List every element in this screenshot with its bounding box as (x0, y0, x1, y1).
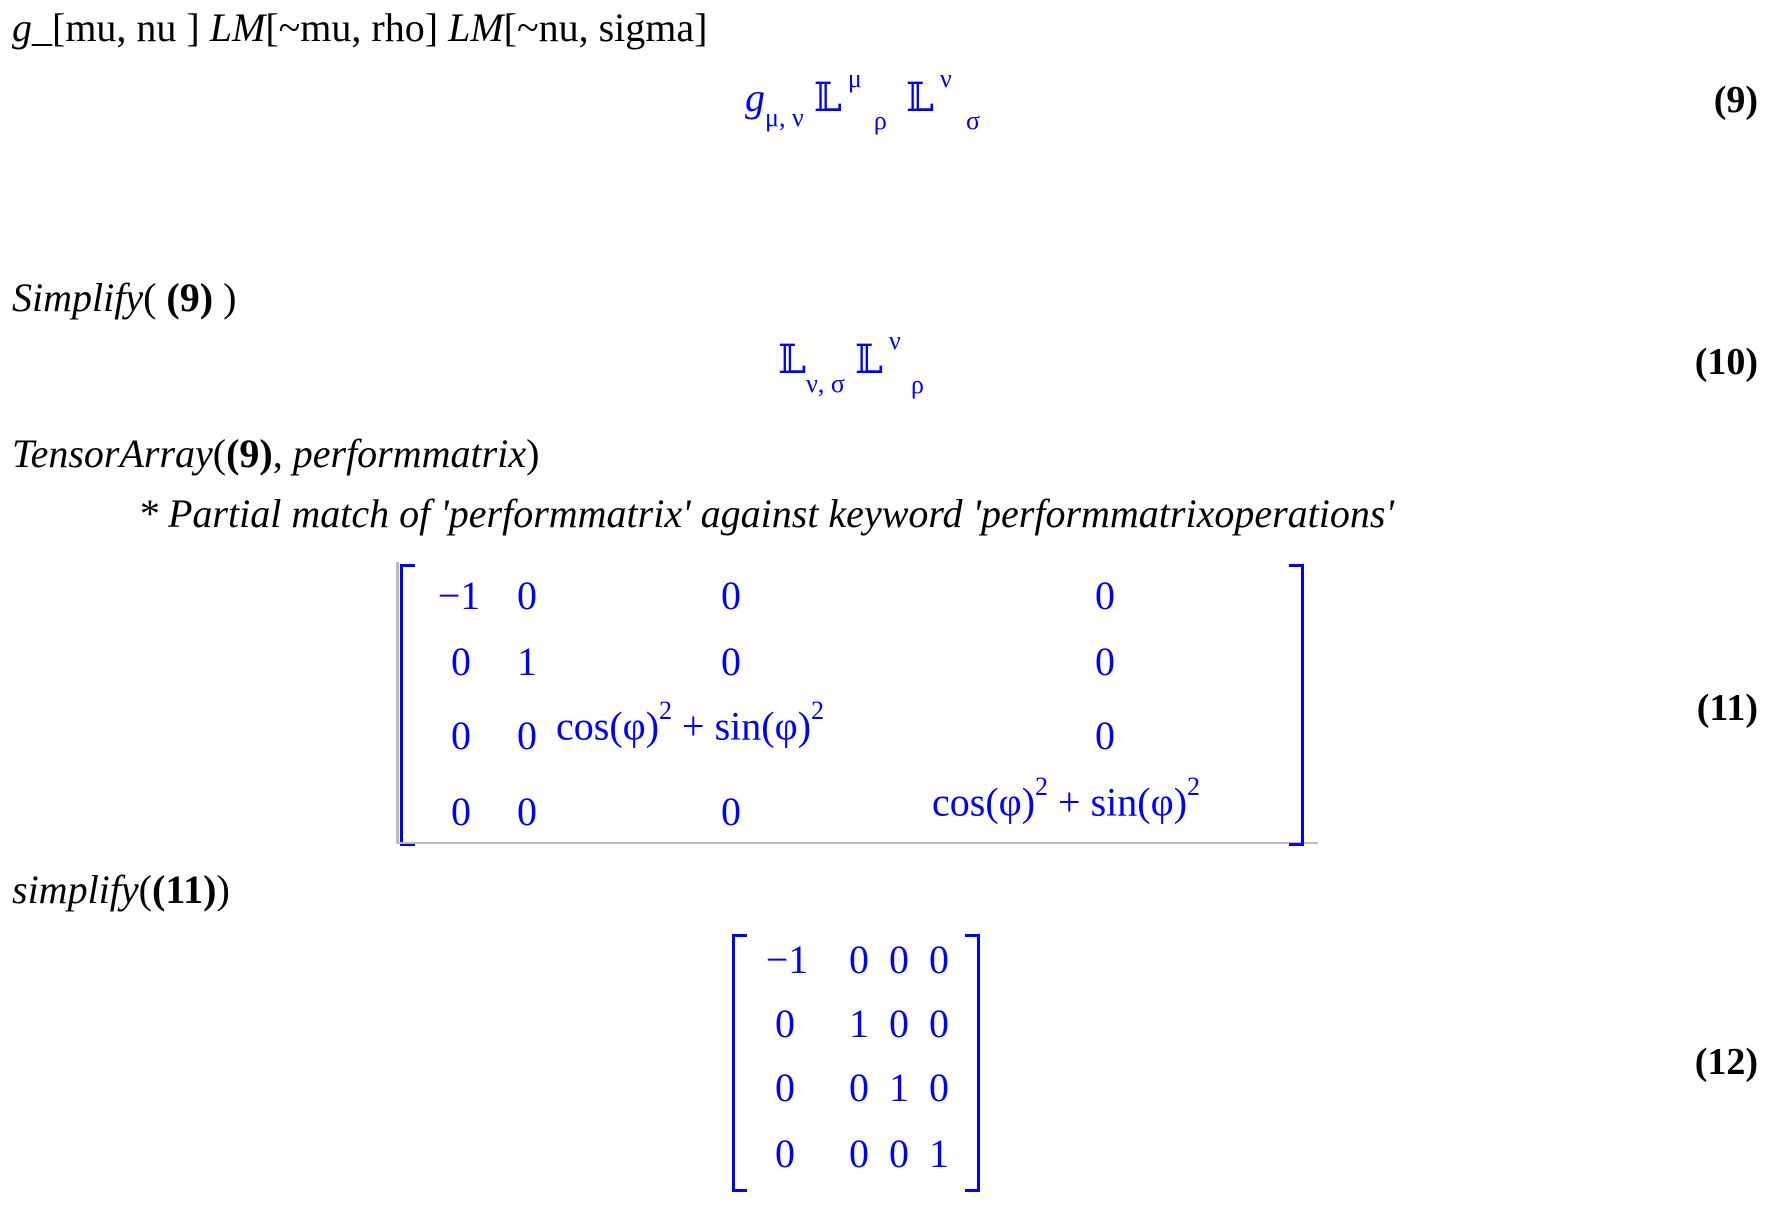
output-11-matrix: −1 0 0 0 0 1 0 0 0 0 cos(φ)2 + sin(φ)2 0… (396, 562, 1318, 846)
warning-message: * Partial match of 'performmatrix' again… (138, 491, 1394, 536)
matrix12-left-bracket (732, 934, 747, 1192)
matrix12-cell-3-0: 0 (775, 1131, 795, 1176)
cos-exp: 2 (1035, 772, 1049, 801)
matrix11-cell-0-2: 0 (721, 573, 741, 618)
output10-L1: 𝕃 (778, 337, 807, 382)
sin-exp: 2 (811, 696, 825, 725)
matrix12-cell-2-0: 0 (775, 1065, 795, 1110)
input3-open: ( (212, 431, 227, 476)
output10-L1-sub: ν, σ (806, 369, 845, 398)
matrix12-cell-3-3: 1 (929, 1131, 949, 1176)
input-line-3[interactable]: TensorArray((9), performmatrix) (12, 430, 539, 478)
matrix12-cell-0-3: 0 (929, 937, 949, 982)
matrix11-cell-0-3: 0 (1095, 573, 1115, 618)
matrix11-cell-3-0: 0 (451, 789, 471, 834)
output10-L2-sup: ν (889, 326, 901, 355)
equation-label-9[interactable]: (9) (1713, 79, 1758, 121)
input1-lm2: LM (448, 5, 504, 50)
matrix11-cell-1-3: 0 (1095, 639, 1115, 684)
matrix11-cell-1-0: 0 (451, 639, 471, 684)
matrix12-cell-0-2: 0 (889, 937, 909, 982)
output9-L1-sup: μ (847, 64, 862, 93)
matrix12-cell-1-3: 0 (929, 1001, 949, 1046)
output9-L1: 𝕃 (813, 75, 842, 120)
matrix12-cell-0-0: −1 (765, 937, 809, 982)
matrix12-cell-2-2: 1 (889, 1065, 909, 1110)
input-line-1[interactable]: g_[mu, nu ] LM[~mu, rho] LM[~nu, sigma] (12, 4, 707, 52)
matrix11-cell-3-1: 0 (517, 789, 537, 834)
cos-exp: 2 (659, 696, 673, 725)
input-line-2[interactable]: Simplify( (9) ) (12, 274, 236, 322)
matrix12-cell-1-0: 0 (775, 1001, 795, 1046)
input4-open: ( (138, 867, 152, 912)
output10-L2-sub: ρ (911, 370, 925, 399)
input2-close: ) (223, 275, 237, 320)
matrix12-cell-2-3: 0 (929, 1065, 949, 1110)
matrix11-cell-2-3: 0 (1095, 713, 1115, 758)
input4-ref: (11) (152, 867, 217, 912)
cos-term: cos(φ) (932, 779, 1036, 825)
input3-close: ) (526, 431, 540, 476)
input1-args2: [~mu, rho] (265, 5, 439, 50)
matrix11-cell-3-2: 0 (721, 789, 741, 834)
matrix12-cell-1-2: 0 (889, 1001, 909, 1046)
cos-term: cos(φ) (556, 703, 660, 749)
input2-open: ( (143, 275, 157, 320)
plus-op: + (682, 703, 705, 749)
matrix11-cell-1-2: 0 (721, 639, 741, 684)
equation-label-10[interactable]: (10) (1694, 341, 1758, 383)
matrix12-right-bracket (965, 934, 980, 1192)
input3-fn: TensorArray (12, 431, 213, 476)
matrix12-cell-3-2: 0 (889, 1131, 909, 1176)
matrix11-left-bracket (400, 564, 415, 846)
input2-fn: Simplify (12, 275, 144, 320)
matrix11-cell-3-3: cos(φ)2 + sin(φ)2 (932, 772, 1312, 825)
matrix11-cell-1-1: 1 (517, 639, 537, 684)
input-line-4[interactable]: simplify((11)) (12, 866, 230, 914)
input4-close: ) (216, 867, 230, 912)
input2-ref: (9) (166, 275, 214, 320)
output10-L2: 𝕃 (854, 337, 884, 382)
input3-comma: , (272, 431, 283, 476)
matrix11-cell-2-2: cos(φ)2 + sin(φ)2 (556, 696, 936, 749)
equation-label-12[interactable]: (12) (1694, 1041, 1758, 1083)
matrix11-cell-0-1: 0 (517, 573, 537, 618)
output9-L2: 𝕃 (905, 75, 934, 120)
output9-g-sub: μ, ν (765, 103, 804, 132)
input1-args1: [mu, nu ] (52, 5, 200, 50)
input1-args3: [~nu, sigma] (503, 5, 708, 50)
matrix12-cell-0-1: 0 (849, 937, 869, 982)
output9-L2-sup: ν (939, 64, 952, 93)
matrix11-cell-0-0: −1 (437, 573, 481, 618)
output9-g: g (745, 75, 765, 120)
sin-term: sin(φ) (1090, 779, 1188, 825)
matrix12-cell-2-1: 0 (849, 1065, 869, 1110)
matrix12-cell-3-1: 0 (849, 1131, 869, 1176)
sin-term: sin(φ) (714, 703, 812, 749)
matrix11-left-frame (396, 562, 399, 844)
input4-fn: simplify (12, 867, 139, 912)
input3-ref: (9) (226, 431, 273, 476)
output9-L2-sub: σ (965, 106, 980, 135)
sin-exp: 2 (1187, 772, 1201, 801)
equation-label-11[interactable]: (11) (1696, 687, 1758, 729)
matrix12-cell-1-1: 1 (849, 1001, 869, 1046)
plus-op: + (1058, 779, 1081, 825)
input1-lm1: LM (209, 5, 266, 50)
output-12-matrix: −1 0 0 0 0 1 0 0 0 0 1 0 0 0 0 1 (728, 930, 984, 1192)
input3-opt: performmatrix (292, 431, 527, 476)
output9-L1-sub: ρ (873, 106, 887, 135)
matrix11-cell-2-1: 0 (517, 713, 537, 758)
input1-g: g_ (12, 5, 52, 50)
matrix11-cell-2-0: 0 (451, 713, 471, 758)
matrix11-bottom-frame (396, 842, 1318, 844)
matrix11-right-bracket (1289, 564, 1304, 846)
